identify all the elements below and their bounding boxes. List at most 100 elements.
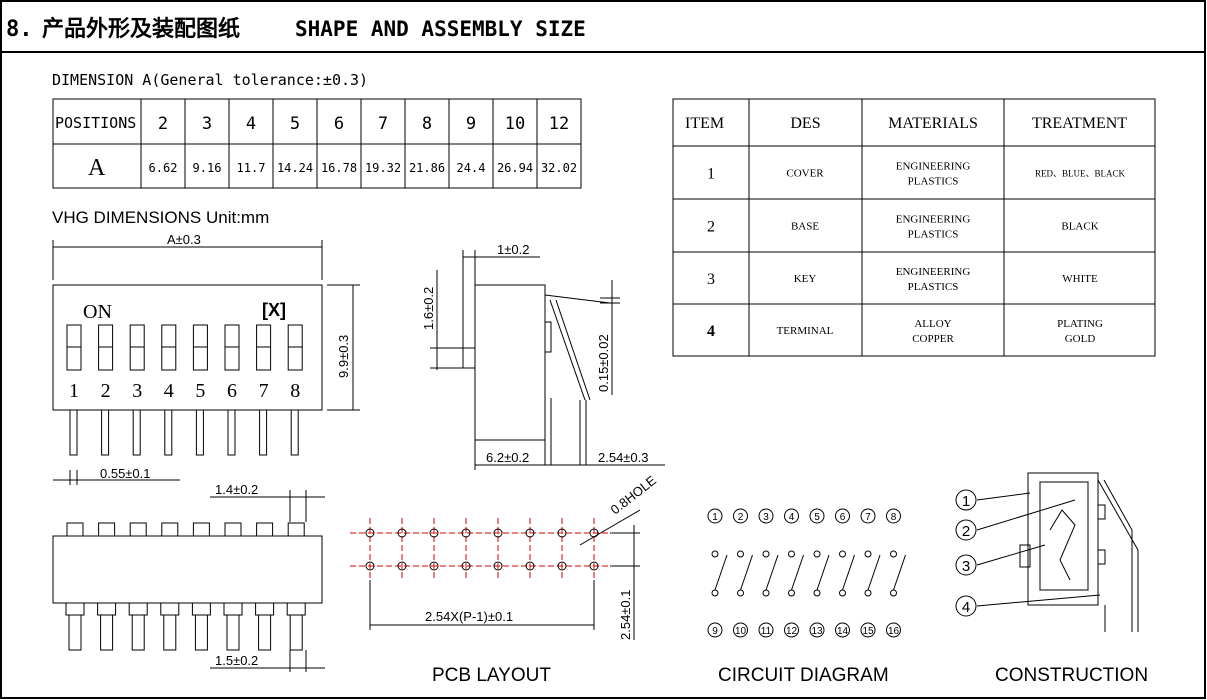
dim-bottom-top-label: 1.4±0.2 bbox=[215, 482, 258, 497]
pin bbox=[132, 409, 141, 456]
pcb-hole bbox=[589, 561, 599, 571]
pin-number-bottom: 16 bbox=[888, 626, 900, 637]
pcb-hole bbox=[461, 561, 471, 571]
dimension-value-cell: 24.4 bbox=[457, 161, 486, 175]
pcb-hole bbox=[525, 528, 535, 538]
header-cell: DES bbox=[790, 115, 820, 132]
dim-a-label: A±0.3 bbox=[167, 232, 201, 247]
contact bbox=[737, 589, 744, 597]
pin-number-bottom: 11 bbox=[761, 626, 772, 637]
position-cell: 4 bbox=[246, 114, 256, 134]
logo-mark: [X] bbox=[262, 300, 286, 320]
pin bbox=[289, 614, 303, 651]
pin-shoulder bbox=[191, 602, 211, 616]
pin-callout-top bbox=[886, 508, 901, 524]
dimension-value-cell: 16.78 bbox=[321, 161, 357, 175]
top-bump bbox=[98, 522, 116, 537]
contact bbox=[737, 550, 744, 558]
pcb-hole bbox=[365, 561, 375, 571]
pcb-hole bbox=[493, 528, 503, 538]
contact bbox=[788, 550, 795, 558]
pin-callout-top bbox=[707, 508, 723, 524]
pin-callout-top bbox=[835, 508, 850, 524]
switch-number: 5 bbox=[195, 380, 205, 402]
pin-number-top: 3 bbox=[763, 512, 769, 523]
pin-callout-top bbox=[809, 508, 825, 524]
pin-width-label: 0.55±0.1 bbox=[100, 466, 151, 481]
pcb-hole bbox=[397, 528, 407, 538]
switch-number: 3 bbox=[132, 380, 142, 402]
material-line1: ENGINEERING bbox=[896, 161, 971, 173]
contact bbox=[788, 589, 795, 597]
material-line2: COPPER bbox=[912, 333, 954, 345]
contact bbox=[711, 589, 719, 597]
pin bbox=[131, 614, 145, 651]
callout-number: 1 bbox=[962, 493, 970, 510]
contact bbox=[762, 550, 770, 558]
material-line2: PLASTICS bbox=[908, 229, 959, 241]
bottom-view: 1.4±0.2 1.5±0.2 bbox=[52, 482, 325, 672]
on-label: ON bbox=[83, 301, 112, 323]
dimension-value-cell: 21.86 bbox=[409, 161, 445, 175]
contact bbox=[839, 550, 846, 558]
side-view: 1±0.2 1.6±0.2 0.15±0.02 6.2±0.2 2.54±0.3 bbox=[421, 242, 665, 470]
pin bbox=[195, 409, 204, 456]
construction-label: CONSTRUCTION bbox=[995, 665, 1148, 686]
material-line1: ALLOY bbox=[914, 318, 951, 330]
pin bbox=[258, 614, 272, 651]
top-bump bbox=[161, 522, 179, 537]
pcb-layout: 0.8HOLE 2.54X(P-1)±0.1 2.54±0.1 PCB LAYO… bbox=[350, 472, 659, 686]
pin bbox=[69, 409, 78, 456]
dimension-caption: DIMENSION A(General tolerance:±0.3) bbox=[52, 71, 368, 89]
pin-callout-top bbox=[784, 508, 799, 524]
header-title-en: SHAPE AND ASSEMBLY SIZE bbox=[295, 17, 586, 41]
switch-number: 2 bbox=[101, 380, 111, 402]
pin-callout-bottom bbox=[835, 622, 850, 638]
hole-label: 0.8HOLE bbox=[608, 472, 660, 517]
pin-number-bottom: 12 bbox=[786, 626, 798, 637]
pcb-hole bbox=[589, 528, 599, 538]
item-cell: 3 bbox=[707, 271, 715, 288]
des-cell: BASE bbox=[791, 221, 819, 233]
callout-number: 3 bbox=[962, 558, 970, 575]
callout-number: 4 bbox=[962, 599, 970, 616]
treatment-line1: PLATING bbox=[1057, 318, 1103, 330]
dim-y-label: 2.54±0.1 bbox=[618, 589, 633, 640]
pin bbox=[259, 409, 268, 456]
dim-top-label: 1±0.2 bbox=[497, 242, 529, 257]
pcb-hole bbox=[429, 561, 439, 571]
des-cell: TERMINAL bbox=[777, 325, 834, 337]
position-cell: 6 bbox=[334, 114, 344, 134]
item-cell: 1 bbox=[707, 166, 715, 183]
materials-table-border bbox=[672, 98, 1156, 357]
top-bump bbox=[129, 522, 147, 537]
contact bbox=[839, 589, 846, 597]
pin bbox=[226, 614, 240, 651]
dim-x-label: 2.54X(P-1)±0.1 bbox=[425, 609, 513, 624]
treatment-line1: BLACK bbox=[1061, 221, 1098, 233]
positions-header: POSITIONS bbox=[55, 114, 136, 132]
switch-number: 7 bbox=[259, 380, 269, 402]
contact bbox=[813, 550, 821, 558]
pcb-layout-label: PCB LAYOUT bbox=[432, 665, 551, 686]
material-line2: PLASTICS bbox=[908, 281, 959, 293]
position-cell: 12 bbox=[549, 114, 569, 134]
pin-callout-bottom bbox=[886, 622, 901, 638]
des-cell: COVER bbox=[786, 168, 824, 180]
dim-key-label: 1.6±0.2 bbox=[421, 287, 436, 330]
pin-callout-bottom bbox=[758, 622, 774, 638]
pin-shoulder bbox=[97, 602, 117, 616]
pin-callout-bottom bbox=[784, 622, 799, 638]
pin bbox=[68, 614, 82, 651]
item-cell: 2 bbox=[707, 219, 715, 236]
pin bbox=[101, 409, 110, 456]
dim-depth-label: 6.2±0.2 bbox=[486, 450, 529, 465]
contact bbox=[762, 589, 770, 597]
position-cell: 5 bbox=[290, 114, 300, 134]
pcb-hole bbox=[557, 561, 567, 571]
pin-shoulder bbox=[223, 602, 243, 616]
position-cell: 2 bbox=[158, 114, 168, 134]
